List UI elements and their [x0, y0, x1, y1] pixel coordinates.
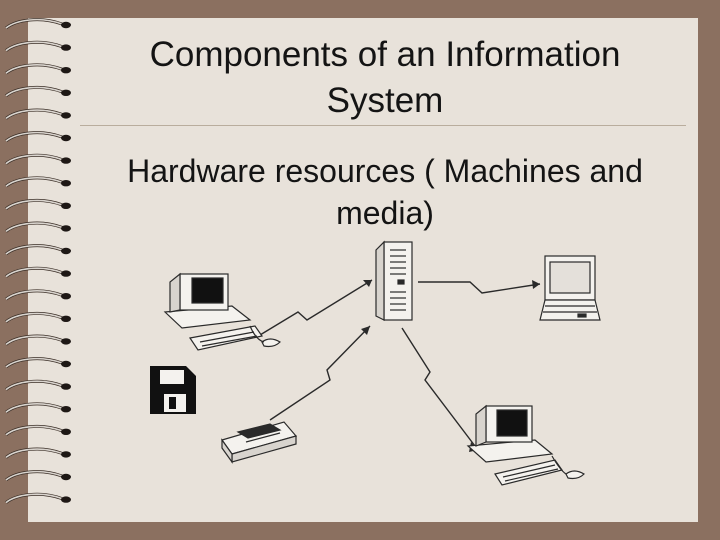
desktop-computer-icon [165, 274, 280, 350]
lightning-link-icon [418, 282, 540, 293]
floppy-disk-icon [150, 366, 196, 414]
printer-icon [222, 422, 296, 462]
lightning-link-icon [270, 326, 370, 420]
lightning-link-icon [402, 328, 478, 450]
desktop-computer-icon [468, 406, 584, 485]
laptop-computer-icon [540, 256, 600, 320]
lightning-link-icon [260, 280, 372, 335]
server-tower-icon [376, 242, 412, 320]
